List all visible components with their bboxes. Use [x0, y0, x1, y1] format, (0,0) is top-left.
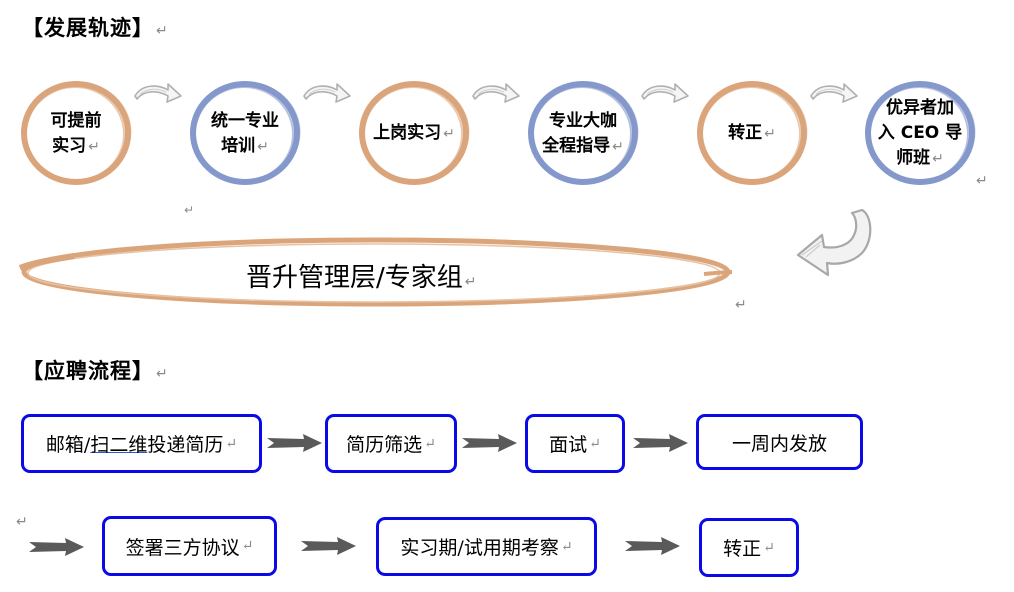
- step-line: 实习↵: [52, 135, 100, 156]
- step-text: 简历筛选: [346, 434, 423, 456]
- step-text: 一周内发放: [731, 432, 827, 455]
- paragraph-mark: ↵: [156, 366, 169, 382]
- step-line: 上岗实习↵: [373, 123, 455, 143]
- brush-ring: [528, 81, 639, 185]
- promotion-label: 晋升管理层/专家组↵: [246, 257, 477, 294]
- step-label: 专业大咖全程指导↵: [525, 78, 641, 190]
- development-step: 可提前实习↵: [18, 78, 134, 190]
- flow-step-offer: 一周内发放: [696, 414, 863, 470]
- step-line: 培训↵: [221, 135, 269, 156]
- step-line: 可提前: [50, 110, 102, 131]
- flow-arrow-icon: [632, 433, 690, 457]
- step-line: 师班↵: [896, 148, 944, 168]
- paragraph-mark: ↵: [257, 138, 269, 155]
- paragraph-mark: ↵: [156, 23, 169, 39]
- step-text: 面试: [549, 434, 588, 456]
- promotion-text: 晋升管理层/专家组: [246, 263, 463, 293]
- paragraph-mark: ↵: [16, 514, 28, 530]
- brush-ring: [697, 81, 808, 185]
- brush-ring: [359, 81, 470, 185]
- step-text-underlined: 扫二维: [90, 434, 148, 456]
- curved-arrow-icon: [470, 80, 522, 110]
- flow-step-probation: 实习期/试用期考察↵: [376, 517, 597, 576]
- curved-arrow-icon: [808, 80, 860, 110]
- development-step: 优异者加入 CEO 导师班↵: [862, 78, 978, 190]
- development-step: 专业大咖全程指导↵: [525, 78, 641, 190]
- curved-arrow-icon: [639, 80, 691, 110]
- paragraph-mark: ↵: [735, 297, 747, 313]
- development-step: 统一专业培训↵: [187, 78, 303, 190]
- flow-arrow-icon: [28, 537, 86, 561]
- step-line: 优异者加: [885, 98, 954, 118]
- paragraph-mark: ↵: [424, 435, 436, 452]
- curved-arrow-icon: [301, 80, 353, 110]
- promotion-oval: [18, 237, 733, 307]
- step-line: 统一专业: [211, 110, 279, 131]
- paragraph-mark: ↵: [612, 138, 624, 155]
- section-heading-recruitment: 【应聘流程】↵: [22, 355, 169, 385]
- flow-step-interview: 面试↵: [525, 414, 625, 473]
- paragraph-mark: ↵: [241, 538, 254, 554]
- paragraph-mark: ↵: [976, 173, 988, 189]
- step-line: 转正↵: [728, 123, 776, 143]
- step-line: 专业大咖: [548, 110, 617, 131]
- flow-step-agreement: 签署三方协议↵: [102, 516, 277, 576]
- paragraph-mark: ↵: [88, 138, 100, 155]
- curved-arrow-icon: [132, 80, 184, 110]
- step-text: 签署三方协议: [125, 536, 240, 559]
- curved-return-arrow-icon: [796, 208, 872, 277]
- paragraph-mark: ↵: [589, 435, 601, 452]
- step-text: 投递简历: [147, 434, 224, 456]
- heading-text: 【应聘流程】: [22, 359, 154, 383]
- flow-step-screening: 简历筛选↵: [325, 414, 457, 473]
- flow-step-apply: 邮箱/扫二维投递简历↵: [21, 414, 262, 473]
- brush-ring: [21, 81, 132, 185]
- paragraph-mark: ↵: [464, 274, 477, 290]
- paragraph-mark: ↵: [443, 126, 455, 142]
- section-heading-development: 【发展轨迹】↵: [22, 12, 169, 42]
- development-step: 上岗实习↵: [356, 78, 472, 190]
- step-text: 邮箱/: [45, 434, 91, 456]
- paragraph-mark: ↵: [763, 539, 775, 556]
- step-label: 可提前实习↵: [18, 78, 134, 190]
- step-text: 转正: [723, 538, 762, 560]
- flow-arrow-icon: [624, 536, 682, 560]
- step-label: 转正↵: [694, 78, 810, 190]
- step-line: 入 CEO 导: [877, 123, 963, 143]
- heading-text: 【发展轨迹】: [22, 16, 154, 40]
- paragraph-mark: ↵: [225, 435, 238, 452]
- flow-arrow-icon: [300, 536, 358, 560]
- flow-arrow-icon: [461, 433, 519, 457]
- step-label: 上岗实习↵: [356, 78, 472, 190]
- step-label: 优异者加入 CEO 导师班↵: [862, 78, 978, 190]
- step-line: 全程指导↵: [542, 135, 624, 156]
- step-text: 实习期/试用期考察: [400, 537, 559, 559]
- paragraph-mark: ↵: [932, 151, 944, 167]
- paragraph-mark: ↵: [560, 538, 573, 555]
- flow-arrow-icon: [266, 433, 324, 457]
- brush-ring: [865, 81, 976, 185]
- development-step: 转正↵: [694, 78, 810, 190]
- brush-ring: [190, 81, 301, 185]
- paragraph-mark: ↵: [764, 126, 776, 142]
- flow-step-regularization: 转正↵: [699, 518, 799, 577]
- paragraph-mark: ↵: [184, 203, 195, 217]
- step-label: 统一专业培训↵: [187, 78, 303, 190]
